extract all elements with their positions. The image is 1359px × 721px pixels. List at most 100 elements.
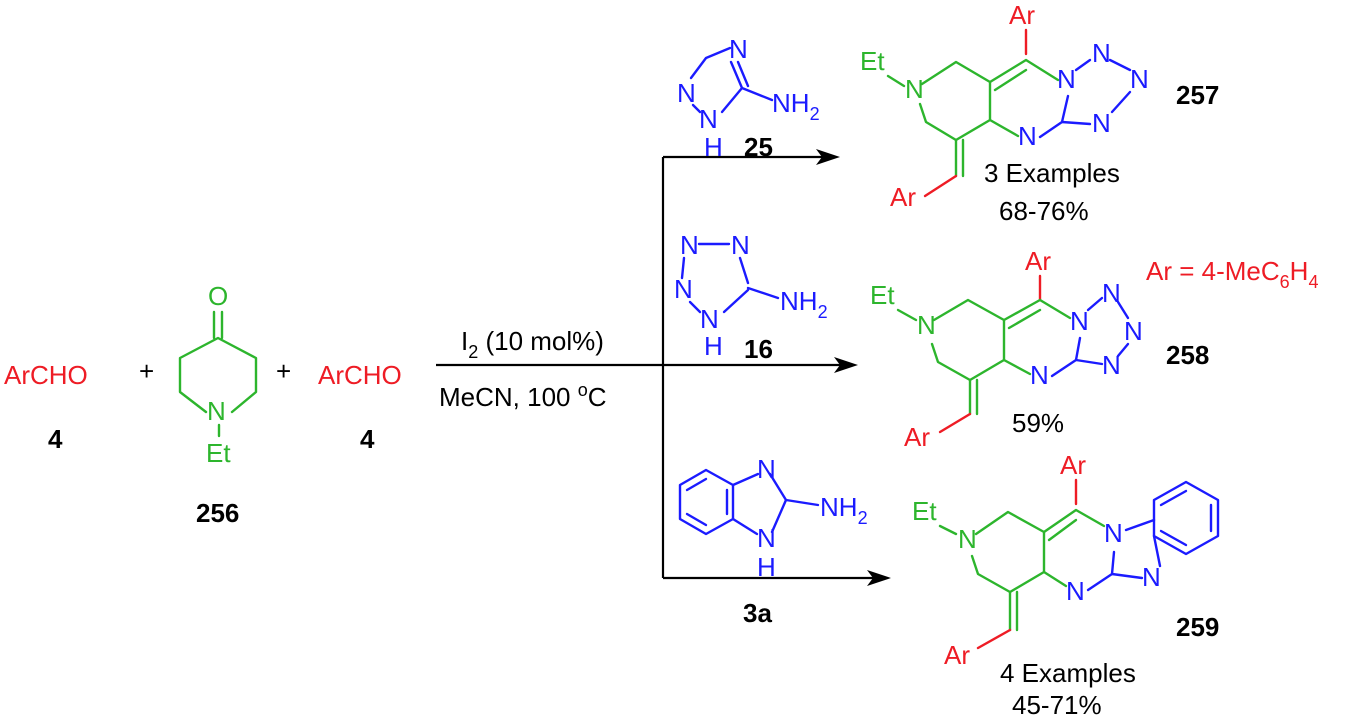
reactant-aldehyde-left: ArCHO 4 (4, 360, 88, 454)
p257-pyrimidine-lower (988, 118, 1020, 138)
amine-benzimidazole-3a: N N H NH2 3a (678, 454, 868, 628)
tetrazole-nh2-bond (746, 286, 780, 300)
p259-ar-top: Ar (1060, 450, 1086, 480)
p259-yield: 45-71% (1012, 690, 1102, 720)
reactant-piperidone-256: O N Et 256 (178, 281, 258, 528)
piperidone-ring (178, 336, 258, 414)
triazole-n-top: N (729, 34, 748, 64)
benzimidazole-nh-n: N (757, 523, 776, 553)
tetrazole-number: 16 (744, 334, 773, 364)
p257-triazole-bond-2 (1074, 58, 1092, 72)
p258-piperidine-ring (930, 298, 1006, 382)
p258-tetrazole-bond-1 (1074, 358, 1104, 366)
tetrazole-nh-hydrogen: H (704, 331, 723, 361)
p257-n-pyrimidine: N (1018, 121, 1037, 151)
triazole-double-bond (736, 60, 750, 88)
triazole-bond-2 (689, 46, 732, 80)
p258-number: 258 (1166, 340, 1209, 370)
tetrazole-n-2: N (731, 230, 750, 260)
aldehyde-right-number: 4 (360, 424, 375, 454)
p257-pyrimidine-inner (993, 68, 1028, 92)
p258-pyrimidine-inner (1007, 308, 1042, 330)
p258-n-tetrazole-2: N (1124, 316, 1143, 346)
triazole-bond-3 (691, 103, 702, 114)
benzimidazole-number: 3a (743, 598, 772, 628)
p257-n-triazole-2: N (1130, 64, 1149, 94)
p258-n-pyrimidine: N (1030, 360, 1049, 390)
p258-et-n-bond (896, 308, 918, 322)
p259-benzo-inner-3 (1159, 529, 1188, 547)
p259-ar-bottom: Ar (944, 640, 970, 670)
p259-benzo-link-2 (1152, 534, 1162, 568)
p257-yield: 68-76% (999, 196, 1089, 226)
p257-et-n-bond (886, 74, 906, 88)
p258-ar-top: Ar (1025, 246, 1051, 276)
p258-piperidine-n: N (917, 310, 936, 340)
product-258: Ar Et N Ar N N N N N 258 59% (870, 246, 1209, 452)
triazole-n-bottom: N (699, 104, 718, 134)
p259-piperidine-n: N (958, 524, 977, 554)
piperidone-nitrogen: N (207, 396, 226, 426)
catalyst-label: I2 (10 mol%) (461, 326, 604, 362)
tetrazole-bond-5 (722, 288, 750, 314)
p259-benzo-inner-1 (1159, 489, 1188, 507)
p258-tetrazole-bond-4 (1116, 342, 1130, 358)
p257-triazole-bond-4 (1110, 90, 1132, 114)
benzimidazole-cn-single (770, 498, 788, 534)
piperidone-oxygen: O (208, 281, 228, 311)
p258-n-bridge: N (1070, 306, 1089, 336)
benzimidazole-inner-bond-2 (685, 512, 708, 527)
plus-sign-1: + (139, 356, 154, 386)
benzimidazole-nh-hydrogen: H (757, 552, 776, 582)
tetrazole-bond-3 (680, 256, 686, 280)
triazole-bond-1 (720, 60, 744, 114)
reaction-conditions: I2 (10 mol%) MeCN, 100 oC (439, 326, 607, 412)
p257-pyrimidine-top (988, 58, 1060, 84)
p259-et-n-bond (938, 524, 958, 536)
p259-pyrimidine-inner (1047, 518, 1078, 542)
p257-piperidine-n: N (905, 74, 924, 104)
p257-ar-bottom: Ar (890, 182, 916, 212)
p259-pyrimidine-top (1042, 508, 1106, 534)
aldehyde-left-number: 4 (48, 424, 63, 454)
benzimidazole-cn-double (768, 472, 788, 502)
triazole-nh2: NH2 (772, 88, 820, 124)
triazole-n-left: N (677, 78, 696, 108)
p259-n-imidazole: N (1142, 562, 1161, 592)
amine-tetrazole-16: N N N N H NH2 16 (674, 230, 828, 364)
top-arrow-head (816, 149, 840, 165)
p258-n-tetrazole-3: N (1102, 350, 1121, 380)
p259-pyrimidine-lower (1042, 570, 1068, 588)
benzimidazole-bond-n1 (731, 472, 760, 487)
benzimidazole-nh2-bond (784, 498, 820, 507)
piperidone-number: 256 (196, 498, 239, 528)
bottom-arrow-head (867, 570, 891, 586)
p258-n-tetrazole-1: N (1102, 278, 1121, 308)
triazole-nh-hydrogen: H (704, 132, 723, 162)
aldehyde-right-formula: ArCHO (318, 360, 402, 390)
p259-piperidine-ring (970, 510, 1046, 594)
p257-n-bridge: N (1057, 64, 1076, 94)
product-259: Ar Et N Ar N N N 259 4 Examples 45-71% (912, 450, 1219, 720)
p259-imidazole-bond-1 (1110, 572, 1144, 580)
tetrazole-n-4: N (700, 304, 719, 334)
p257-triazole-bond-1 (1060, 120, 1092, 126)
tetrazole-n-1: N (680, 230, 699, 260)
p257-n-triazole-1: N (1092, 38, 1111, 68)
p257-examples: 3 Examples (984, 158, 1120, 188)
p259-ethyl: Et (912, 496, 937, 526)
p259-examples: 4 Examples (1000, 658, 1136, 688)
benzimidazole-nh2: NH2 (820, 492, 868, 528)
benzimidazole-inner-bond-1 (685, 477, 708, 492)
p259-number: 259 (1176, 612, 1219, 642)
p257-ethyl: Et (860, 46, 885, 76)
p259-n-pyrimidine: N (1066, 576, 1085, 606)
p257-piperidine-ring (918, 60, 992, 142)
p258-pyrimidine-lower (1002, 358, 1032, 376)
p258-yield: 59% (1012, 408, 1064, 438)
tetrazole-nh2: NH2 (780, 286, 828, 322)
p257-number: 257 (1176, 80, 1219, 110)
p258-pyrimidine-top (1002, 298, 1072, 322)
triazole-number: 25 (744, 132, 773, 162)
